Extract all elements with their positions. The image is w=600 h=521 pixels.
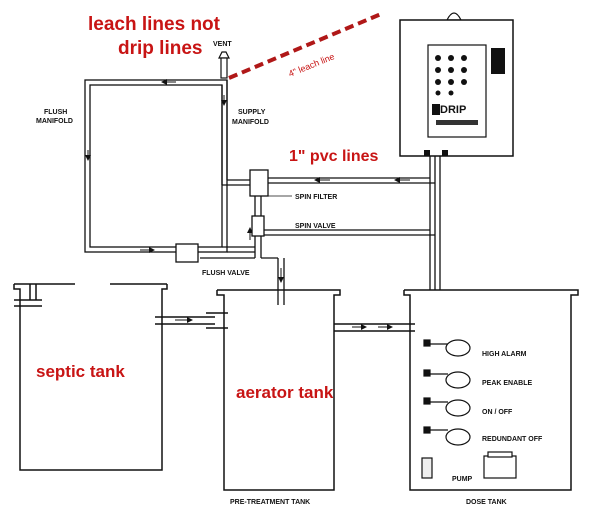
vent-pipe xyxy=(220,57,228,79)
control-panel: DRIP xyxy=(399,12,514,157)
septic-tank-label: septic tank xyxy=(36,362,125,381)
flush-manifold-label-1: FLUSH xyxy=(44,109,67,116)
vent-label: VENT xyxy=(213,41,232,48)
aerator-tank-label: aerator tank xyxy=(236,383,334,402)
on-off-label: ON / OFF xyxy=(482,409,513,416)
flow-arrows-manifold xyxy=(85,79,227,253)
flush-valve-label: FLUSH VALVE xyxy=(202,270,250,277)
high-alarm-label: HIGH ALARM xyxy=(482,351,527,358)
leach-lines-annotation-line1: leach lines not xyxy=(88,14,221,35)
flush-manifold-label-2: MANIFOLD xyxy=(36,118,73,125)
manifold-piping xyxy=(84,79,255,253)
pump-label: PUMP xyxy=(452,476,473,483)
peak-enable-label: PEAK ENABLE xyxy=(482,380,533,387)
spin-valve xyxy=(251,215,265,237)
supply-piping xyxy=(200,155,441,305)
aerator-tank xyxy=(206,289,415,491)
spin-valve-label: SPIN VALVE xyxy=(295,223,336,230)
leach-line-label: 4" leach line xyxy=(287,51,336,79)
dose-tank-caption: DOSE TANK xyxy=(466,499,507,506)
flow-arrows-supply xyxy=(247,177,410,283)
dose-tank xyxy=(403,289,579,491)
flush-valve xyxy=(175,243,199,263)
pump xyxy=(421,451,517,479)
supply-manifold-label-2: MANIFOLD xyxy=(232,119,269,126)
leach-lines-annotation-line2: drip lines xyxy=(118,38,202,59)
vent-cap xyxy=(218,51,230,59)
septic-tank xyxy=(13,283,215,471)
spin-filter xyxy=(249,169,269,197)
pretreatment-tank-caption: PRE-TREATMENT TANK xyxy=(230,499,310,506)
pvc-lines-annotation: 1" pvc lines xyxy=(289,148,379,165)
spin-filter-label: SPIN FILTER xyxy=(295,194,337,201)
control-panel-brand: DRIP xyxy=(440,104,466,116)
supply-manifold-label-1: SUPPLY xyxy=(238,109,266,116)
redundant-off-label: REDUNDANT OFF xyxy=(482,436,543,443)
float-switches xyxy=(423,339,471,446)
